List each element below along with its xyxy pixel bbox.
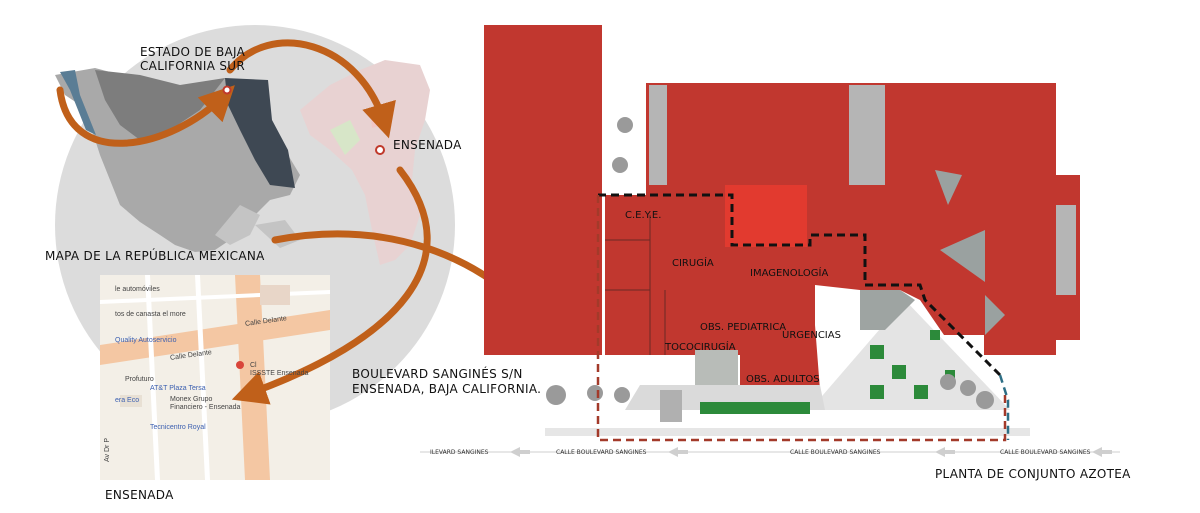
red-dashed-boundary: [596, 195, 1007, 442]
light-well-4: [1056, 205, 1076, 295]
room-urgencias: URGENCIAS: [782, 330, 841, 341]
poi-att: AT&T Plaza Tersa: [150, 385, 206, 392]
room-obs-pediatrica: OBS. PEDIATRICA: [700, 322, 787, 333]
label-mapa-republica: MAPA DE LA REPÚBLICA MEXICANA: [45, 249, 265, 263]
baja-california-sur-marker: [222, 85, 232, 95]
poi-profuturo: Profuturo: [125, 376, 154, 383]
label-estado-baja-california-sur: ESTADO DE BAJA CALIFORNIA SUR: [140, 45, 246, 73]
poi-issste: Cl ISSSTE Ensenada: [250, 362, 309, 377]
label-boulevard: BOULEVARD SANGINÉS S/N ENSENADA, BAJA CA…: [352, 367, 542, 396]
room-imagenologia: IMAGENOLOGÍA: [750, 268, 829, 279]
roof-block-west: [484, 25, 602, 355]
room-cirugia: CIRUGÍA: [672, 258, 714, 269]
trees: [546, 117, 994, 409]
poi-monex: Monex Grupo Financiero - Ensenada: [170, 396, 241, 411]
poi-automoviles: le automóviles: [115, 286, 160, 293]
street-label-3: CALLE BOULEVARD SANGINES: [790, 449, 881, 456]
street-label-2: CALLE BOULEVARD SANGINES: [556, 449, 647, 456]
poi-quality: Quality Autoservicio: [115, 337, 177, 344]
street-arrows: [510, 447, 1112, 457]
blue-dashed-boundary: [998, 374, 1010, 440]
label-planta-conjunto: PLANTA DE CONJUNTO AZOTEA: [935, 467, 1131, 481]
street-av-dr: Av Dr P: [104, 438, 111, 462]
light-well-2: [849, 85, 867, 185]
plaza: [810, 300, 1010, 410]
room-ceye: C.E.Y.E.: [625, 210, 662, 221]
roof-imaging-highlight: [725, 185, 807, 247]
street-label-4: CALLE BOULEVARD SANGINES: [1000, 449, 1091, 456]
street-label-1: ILEVARD SANGINES: [430, 449, 489, 456]
poi-ra-eco: era Eco: [115, 397, 140, 404]
site-plan: [420, 25, 1120, 457]
light-well-3: [867, 85, 885, 185]
poi-canasta: tos de canasta el more: [115, 311, 186, 318]
ensenada-location-marker: [375, 145, 385, 155]
label-ensenada-top: ENSENADA: [393, 138, 462, 152]
label-ensenada-bottom: ENSENADA: [105, 488, 174, 502]
black-dashed-boundary: [598, 193, 1002, 377]
light-well-1: [649, 85, 667, 185]
room-tococirugia: TOCOCIRUGÍA: [665, 342, 736, 353]
poi-tecnicentro: Tecnicentro Royal: [150, 424, 206, 431]
room-obs-adultos: OBS. ADULTOS: [746, 374, 820, 385]
front-garden: [700, 402, 810, 414]
mexico-map: [55, 68, 300, 252]
